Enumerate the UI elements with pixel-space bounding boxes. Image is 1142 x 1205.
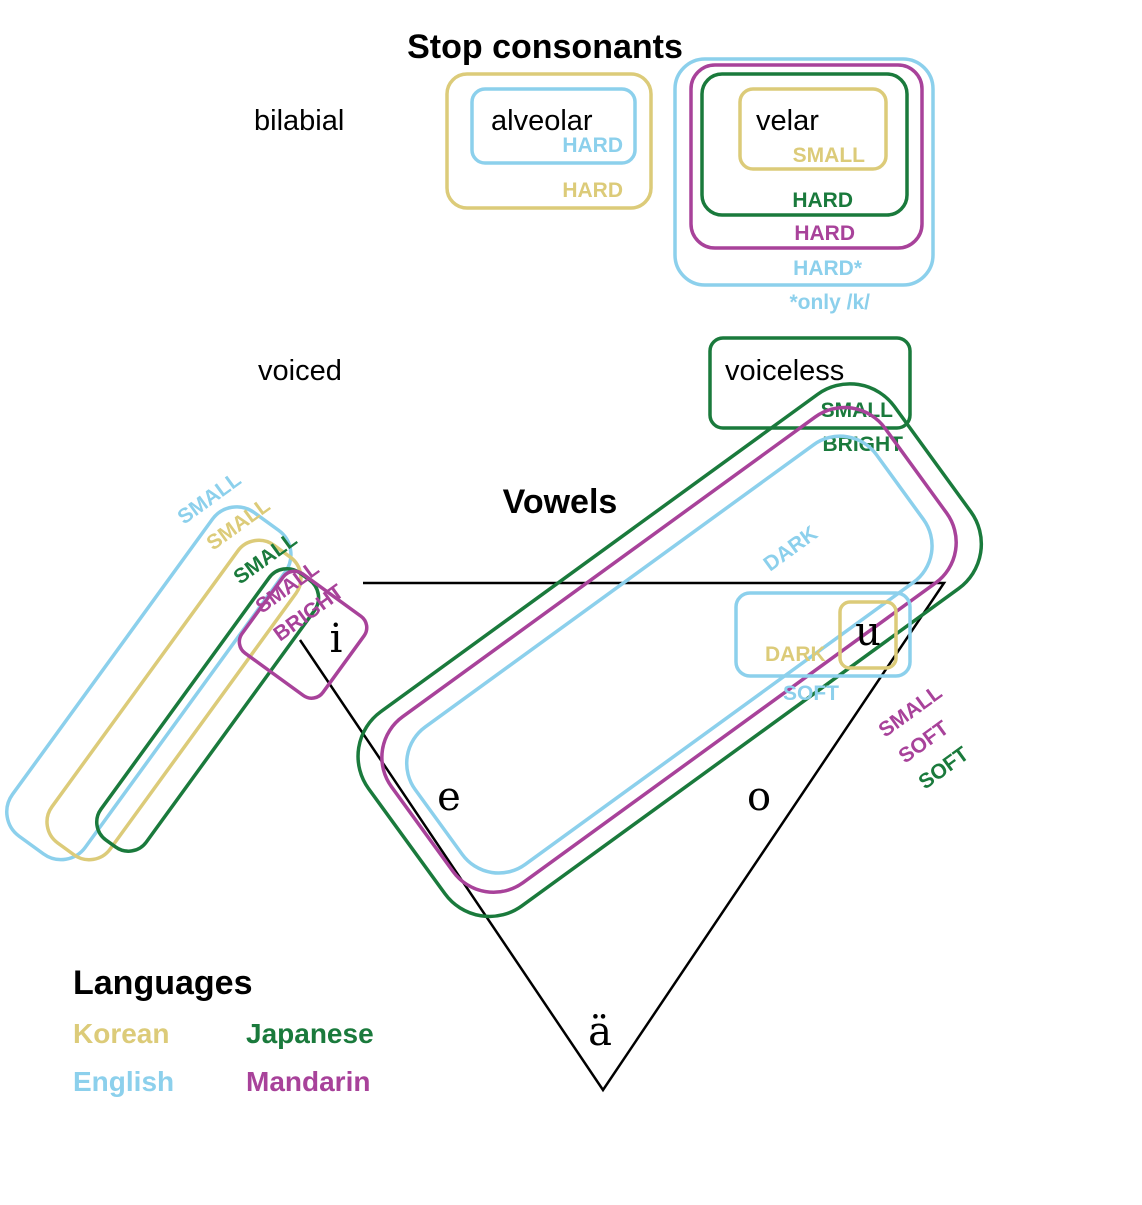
english-u-box bbox=[734, 591, 912, 678]
english-velar-tag: HARD* bbox=[793, 257, 863, 280]
japanese-velar-box bbox=[700, 72, 909, 217]
legend-title: Languages bbox=[73, 964, 252, 1002]
vowels-title: Vowels bbox=[503, 483, 618, 521]
english-back-tag-dark: DARK bbox=[759, 522, 822, 576]
vowel-u: u bbox=[855, 609, 881, 655]
english-velar-box bbox=[673, 57, 935, 287]
bilabial-label: bilabial bbox=[254, 105, 344, 137]
korean-front-box bbox=[45, 538, 303, 862]
alveolar-label: alveolar bbox=[491, 105, 593, 137]
japanese-voiceless-tag-bright: BRIGHT bbox=[823, 433, 904, 456]
legend-english: English bbox=[73, 1066, 174, 1097]
velar-label: velar bbox=[756, 105, 819, 137]
vowel-o: o bbox=[747, 774, 771, 820]
mandarin-back-box bbox=[380, 405, 958, 894]
legend-korean: Korean bbox=[73, 1018, 169, 1049]
korean-alveolar-box bbox=[445, 72, 653, 210]
english-back-box bbox=[404, 434, 934, 875]
mandarin-velar-tag: HARD bbox=[794, 222, 855, 245]
legend-mandarin: Mandarin bbox=[246, 1066, 370, 1097]
korean-velar-box bbox=[738, 87, 888, 171]
korean-alveolar-tag: HARD bbox=[562, 179, 623, 202]
vowel-e: e bbox=[437, 774, 461, 820]
english-front-box bbox=[5, 505, 293, 862]
vowel-a-umlaut: ä bbox=[588, 1009, 612, 1055]
vowel-i: i bbox=[330, 616, 343, 662]
korean-back-tag-dark: DARK bbox=[765, 643, 826, 666]
stop-consonants-title: Stop consonants bbox=[407, 28, 683, 66]
velar-footnote: *only /k/ bbox=[789, 291, 870, 314]
korean-u-box bbox=[838, 600, 898, 670]
japanese-voiceless-box bbox=[708, 336, 912, 430]
english-alveolar-tag: HARD bbox=[562, 134, 623, 157]
english-back-tag-soft: SOFT bbox=[783, 682, 839, 705]
english-alveolar-box bbox=[470, 87, 637, 165]
voiced-label: voiced bbox=[258, 355, 342, 387]
mandarin-velar-box bbox=[689, 63, 924, 250]
mandarin-front-box bbox=[237, 569, 369, 700]
voiceless-label: voiceless bbox=[725, 355, 844, 387]
japanese-back-box bbox=[356, 382, 984, 919]
legend-japanese: Japanese bbox=[246, 1018, 374, 1049]
vowel-triangle bbox=[298, 581, 947, 1093]
korean-velar-tag: SMALL bbox=[793, 144, 865, 167]
japanese-velar-tag: HARD bbox=[792, 189, 853, 212]
